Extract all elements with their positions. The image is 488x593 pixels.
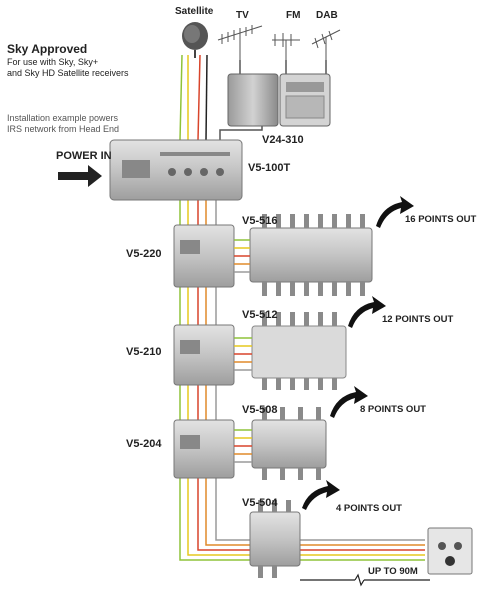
v5-204-unit (173, 419, 235, 479)
fm-aerial-icon (272, 33, 300, 60)
output-16-label: 16 POINTS OUT (405, 214, 477, 225)
signal-cable-to-outlet (300, 573, 430, 587)
link-cables-tier1 (234, 239, 250, 273)
v5-220-label: V5-220 (126, 248, 162, 260)
link-cables-tier2 (234, 337, 252, 371)
v24-310-label: V24-310 (262, 134, 304, 146)
dab-aerial-icon (311, 29, 341, 60)
output-4-label: 4 POINTS OUT (336, 503, 402, 514)
distance-label: UP TO 90M (368, 566, 418, 577)
v5-210-unit (173, 324, 235, 386)
intro-title: Sky Approved (7, 42, 88, 56)
note-line1: Installation example powers (7, 113, 119, 123)
v5-516-label: V5-516 (242, 215, 278, 227)
power-in-label: POWER IN (56, 150, 112, 162)
tv-aerial-icon (217, 25, 263, 60)
output-12-label: 12 POINTS OUT (382, 314, 454, 325)
fm-label: FM (286, 10, 301, 21)
v5-508-label: V5-508 (242, 404, 278, 416)
trunk-cables (179, 200, 425, 561)
v5-512-unit (251, 312, 347, 390)
link-cables-tier3 (234, 429, 252, 463)
intro-line1: For use with Sky, Sky+ (7, 57, 99, 67)
output-arrow-16-icon (376, 196, 414, 228)
v5-100t-label: V5-100T (248, 162, 291, 174)
output-arrow-4-icon (302, 480, 340, 510)
intro-line2: and Sky HD Satellite receivers (7, 68, 129, 78)
satellite-dish-icon (182, 22, 208, 58)
power-in-arrow-icon (58, 165, 102, 187)
dab-label: DAB (316, 10, 338, 21)
satellite-label: Satellite (175, 6, 214, 17)
tv-label: TV (236, 10, 249, 21)
v5-516-unit (249, 214, 373, 296)
v24-310-amplifier (227, 73, 331, 127)
wall-outlet-plate (427, 527, 473, 575)
v5-204-label: V5-204 (126, 438, 162, 450)
v5-504-unit (249, 500, 301, 578)
v5-504-label: V5-504 (242, 497, 278, 509)
output-arrow-12-icon (348, 296, 386, 328)
v5-210-label: V5-210 (126, 346, 162, 358)
note-line2: IRS network from Head End (7, 124, 120, 134)
v5-508-unit (251, 407, 327, 480)
output-arrow-8-icon (330, 386, 368, 418)
output-8-label: 8 POINTS OUT (360, 404, 426, 415)
v5-100t-unit (109, 139, 243, 201)
v5-512-label: V5-512 (242, 309, 278, 321)
v5-220-unit (173, 224, 235, 288)
